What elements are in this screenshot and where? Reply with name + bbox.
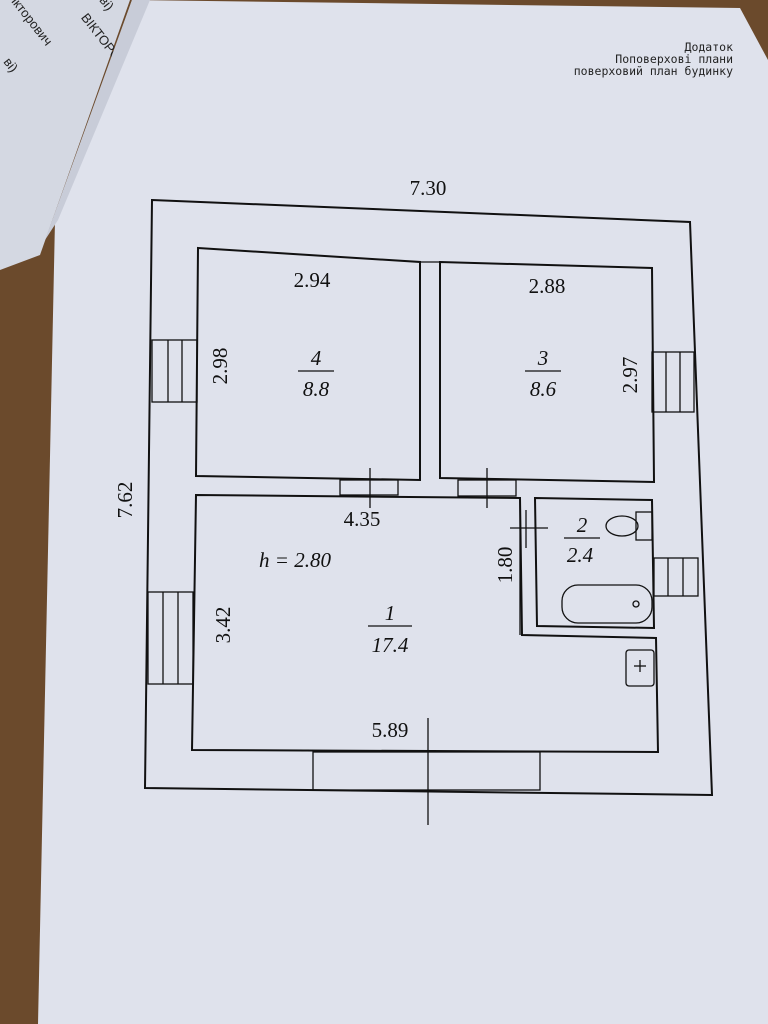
room-1-dim-a: 4.35 — [344, 507, 381, 531]
room-3-area: 8.6 — [530, 377, 557, 401]
outer-wall — [143, 198, 714, 797]
room-2-dim: 1.80 — [493, 547, 517, 584]
outer-width: 7.30 — [410, 176, 447, 200]
room-1-area: 17.4 — [372, 633, 409, 657]
floor-plan: 7.30 7.62 2.94 2.98 2.88 2.97 4.35 5.89 … — [113, 176, 714, 825]
paper-sheet — [38, 0, 768, 1024]
room-4-number: 4 — [311, 346, 322, 370]
window-left-top — [151, 339, 198, 403]
room-2-outline — [533, 496, 656, 630]
header-line-1: Додаток — [685, 40, 734, 54]
window-right-top — [651, 351, 695, 413]
room-1-dim-c: 3.42 — [211, 607, 235, 644]
outer-length: 7.62 — [113, 482, 137, 519]
room-4-area: 8.8 — [303, 377, 330, 401]
room-3-length: 2.97 — [618, 357, 642, 394]
paper-shadow — [45, 0, 150, 240]
room-1-dim-b: 5.89 — [372, 718, 409, 742]
room-1-number: 1 — [385, 601, 396, 625]
header-line-2: Поповерхові плани — [615, 52, 733, 66]
background-sheet — [0, 0, 130, 270]
room-2-area: 2.4 — [567, 543, 594, 567]
ceiling-height: h = 2.80 — [259, 548, 331, 572]
window-right-bottom — [653, 557, 699, 597]
door-room-4 — [339, 479, 399, 496]
header-line-3: поверховий план будинку — [574, 64, 733, 78]
room-4-length: 2.98 — [208, 348, 232, 385]
toilet-icon — [605, 511, 653, 541]
room-3-number: 3 — [537, 346, 549, 370]
sink-icon — [625, 649, 655, 687]
bathtub-icon — [561, 584, 653, 624]
room-4-width: 2.94 — [294, 268, 331, 292]
room-3-width: 2.88 — [529, 274, 566, 298]
window-bottom — [312, 751, 541, 791]
room-2-number: 2 — [577, 513, 588, 537]
room-3-outline — [439, 260, 656, 484]
window-left-bottom — [147, 591, 194, 685]
